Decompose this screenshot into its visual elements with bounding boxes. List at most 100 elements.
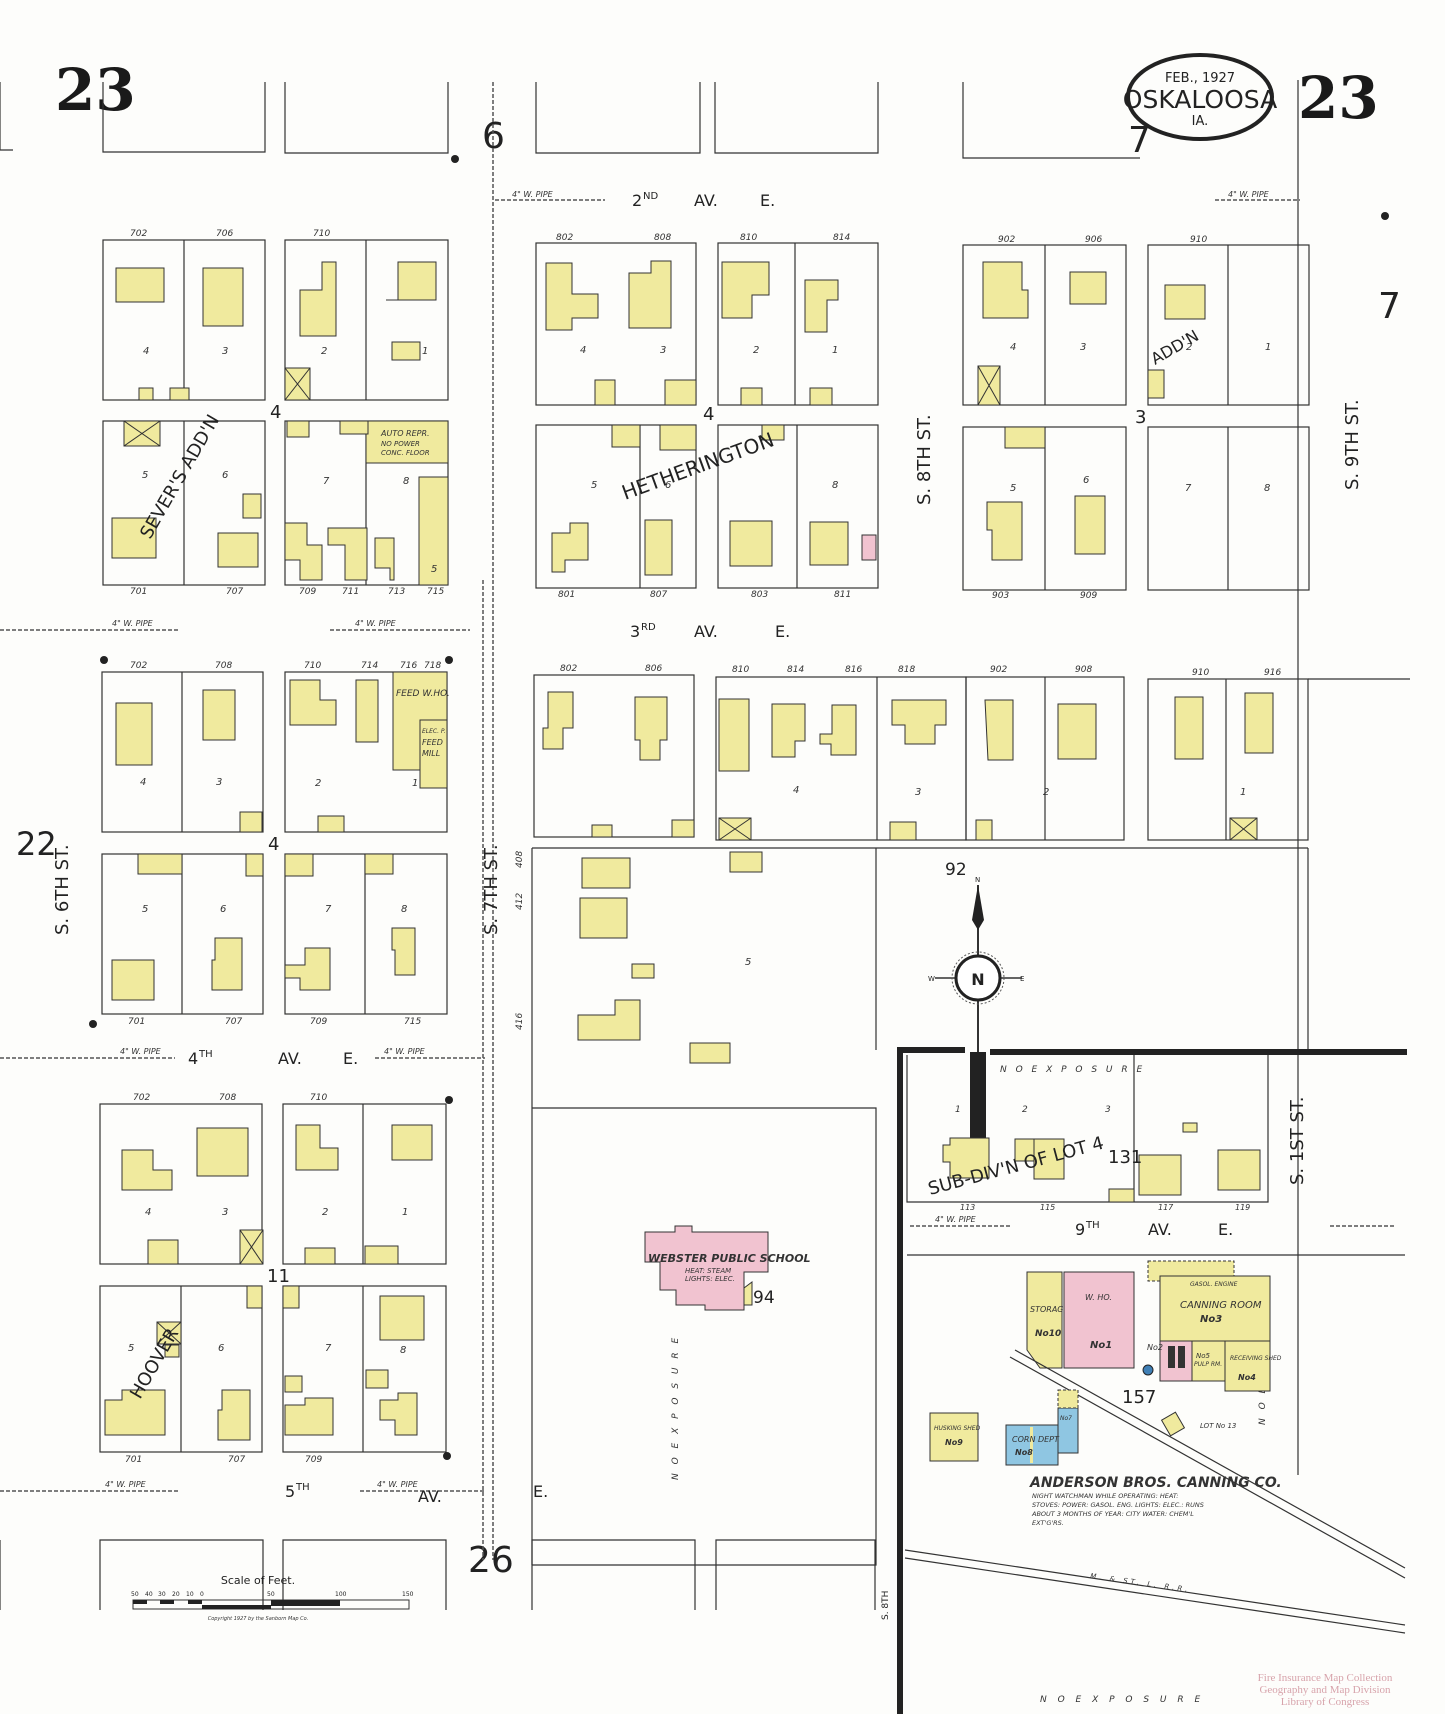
svg-text:50: 50 (131, 1591, 139, 1598)
block-number-94: 94 (753, 1288, 775, 1308)
street-s-9th: S. 9TH ST. (1342, 399, 1363, 490)
svg-text:10: 10 (186, 1591, 194, 1598)
svg-text:AV.: AV. (1148, 1220, 1172, 1239)
svg-text:W. HO.: W. HO. (1085, 1293, 1112, 1302)
street-s-1st: S. 1ST ST. (1287, 1097, 1308, 1185)
street-4th-av-e: 4" W. PIPE 4" W. PIPE 4 TH AV. E. (0, 1047, 485, 1068)
svg-text:ELEC. P.: ELEC. P. (422, 728, 446, 735)
svg-text:TH: TH (198, 1049, 213, 1060)
svg-text:7: 7 (1185, 483, 1192, 494)
block-number-4-mid: 4 (268, 834, 279, 855)
svg-text:702: 702 (130, 661, 147, 671)
svg-text:E.: E. (343, 1049, 358, 1068)
svg-text:117: 117 (1158, 1203, 1174, 1212)
svg-text:910: 910 (1190, 235, 1207, 245)
svg-text:115: 115 (1040, 1203, 1055, 1212)
adjacent-sheet-7-right: 7 (1378, 286, 1401, 327)
svg-text:3: 3 (222, 346, 228, 357)
svg-text:7: 7 (325, 904, 332, 915)
svg-text:NO POWER: NO POWER (381, 440, 420, 448)
block-4-mid-west: 702 708 4 3 710 714 716 718 FEED W.HO. E… (100, 656, 453, 833)
block-4-mid-south: 5 6 701 707 7 8 709 715 (89, 853, 448, 1028)
svg-text:AUTO REPR.: AUTO REPR. (380, 429, 430, 438)
svg-text:1: 1 (402, 1207, 408, 1218)
svg-text:FEED: FEED (422, 738, 443, 747)
street-5th-av-e: 4" W. PIPE 4" W. PIPE 5 TH AV. E. (0, 1480, 548, 1506)
svg-text:E.: E. (760, 191, 775, 210)
svg-text:6: 6 (665, 480, 671, 491)
svg-text:4: 4 (140, 777, 146, 788)
svg-text:707: 707 (226, 587, 243, 597)
block-hetherington-north: 802 808 4 3 810 814 2 1 (535, 233, 879, 406)
svg-text:1: 1 (412, 778, 418, 789)
svg-text:HEAT: STEAM: HEAT: STEAM (685, 1267, 731, 1275)
svg-text:711: 711 (342, 587, 359, 597)
svg-text:LIGHTS: ELEC.: LIGHTS: ELEC. (685, 1275, 735, 1283)
svg-text:HUSKING SHED: HUSKING SHED (934, 1425, 981, 1432)
title-cartouche: FEB., 1927 OSKALOOSA IA. (1123, 53, 1277, 141)
svg-text:150: 150 (402, 1591, 414, 1598)
svg-text:2: 2 (1186, 342, 1192, 353)
svg-text:50: 50 (267, 1591, 275, 1598)
svg-text:M. & ST. L. R.R.: M. & ST. L. R.R. (1090, 1572, 1191, 1594)
svg-text:5: 5 (745, 957, 751, 968)
library-watermark: Fire Insurance Map Collection Geography … (1257, 1672, 1393, 1708)
sons-add-label: ADD'N (1148, 326, 1202, 368)
adjacent-sheet-26: 26 (468, 1540, 514, 1581)
svg-text:4" W. PIPE: 4" W. PIPE (377, 1480, 419, 1489)
svg-text:No4: No4 (1238, 1373, 1256, 1382)
block-number-4-ne: 4 (703, 404, 714, 425)
svg-text:40: 40 (145, 1591, 153, 1598)
svg-text:4" W. PIPE: 4" W. PIPE (1228, 190, 1270, 199)
block-number-92: 92 (945, 860, 967, 880)
block-131-subdivision: 1 2 3 131 SUB-DIV'N OF LOT 4 113 115 117… (906, 1055, 1269, 1212)
svg-text:No9: No9 (945, 1438, 963, 1447)
svg-text:702: 702 (133, 1093, 150, 1103)
block-number-157: 157 (1122, 1387, 1156, 1408)
svg-text:709: 709 (299, 587, 316, 597)
svg-text:716: 716 (400, 661, 417, 671)
svg-text:6: 6 (220, 904, 226, 915)
svg-text:AV.: AV. (418, 1487, 442, 1506)
svg-text:909: 909 (1080, 591, 1097, 601)
svg-text:N O E X P O S U R E: N O E X P O S U R E (671, 1335, 681, 1480)
svg-text:2: 2 (1043, 787, 1049, 798)
svg-text:902: 902 (998, 235, 1015, 245)
street-s-7th: S. 7TH ST. (481, 844, 502, 935)
svg-text:718: 718 (424, 661, 441, 671)
block-4-south: 701 707 5 6 AUTO REPR. NO POWER CONC. FL… (102, 420, 449, 597)
svg-text:4" W. PIPE: 4" W. PIPE (120, 1047, 162, 1056)
svg-text:E.: E. (775, 622, 790, 641)
svg-text:4" W. PIPE: 4" W. PIPE (935, 1215, 977, 1224)
block-11-north: 702 708 4 3 710 2 1 (99, 1093, 453, 1265)
svg-text:STOVES: POWER: GASOL. ENG. LIG: STOVES: POWER: GASOL. ENG. LIGHTS: ELEC.… (1032, 1501, 1204, 1509)
svg-text:PULP RM.: PULP RM. (1194, 1361, 1222, 1368)
svg-text:4: 4 (793, 785, 799, 796)
svg-text:RECEIVING SHED: RECEIVING SHED (1230, 1355, 1282, 1362)
cannery-block-157: STORAGE No10 W. HO. No1 GASOL. ENGINE CA… (904, 1260, 1406, 1634)
svg-text:8: 8 (832, 480, 838, 491)
svg-text:TH: TH (1085, 1220, 1100, 1231)
svg-text:903: 903 (992, 591, 1009, 601)
svg-text:No10: No10 (1035, 1329, 1061, 1339)
sheet-number-right: 23 (1298, 64, 1379, 132)
svg-text:714: 714 (361, 661, 378, 671)
svg-text:416: 416 (515, 1013, 525, 1030)
cartouche-date: FEB., 1927 (1165, 71, 1235, 86)
svg-text:708: 708 (215, 661, 232, 671)
svg-text:4: 4 (1010, 342, 1016, 353)
svg-text:710: 710 (304, 661, 321, 671)
svg-text:4: 4 (143, 346, 149, 357)
svg-text:3: 3 (1105, 1105, 1111, 1115)
svg-text:701: 701 (125, 1455, 142, 1465)
svg-text:715: 715 (404, 1017, 421, 1027)
svg-text:4: 4 (188, 1049, 198, 1068)
svg-text:N O E X P O S U R E: N O E X P O S U R E (1000, 1065, 1145, 1075)
svg-text:8: 8 (1264, 483, 1270, 494)
svg-text:1: 1 (422, 346, 428, 357)
svg-text:2: 2 (632, 191, 642, 210)
svg-text:3: 3 (630, 622, 640, 641)
svg-text:W: W (928, 975, 935, 983)
svg-text:7: 7 (325, 1343, 332, 1354)
